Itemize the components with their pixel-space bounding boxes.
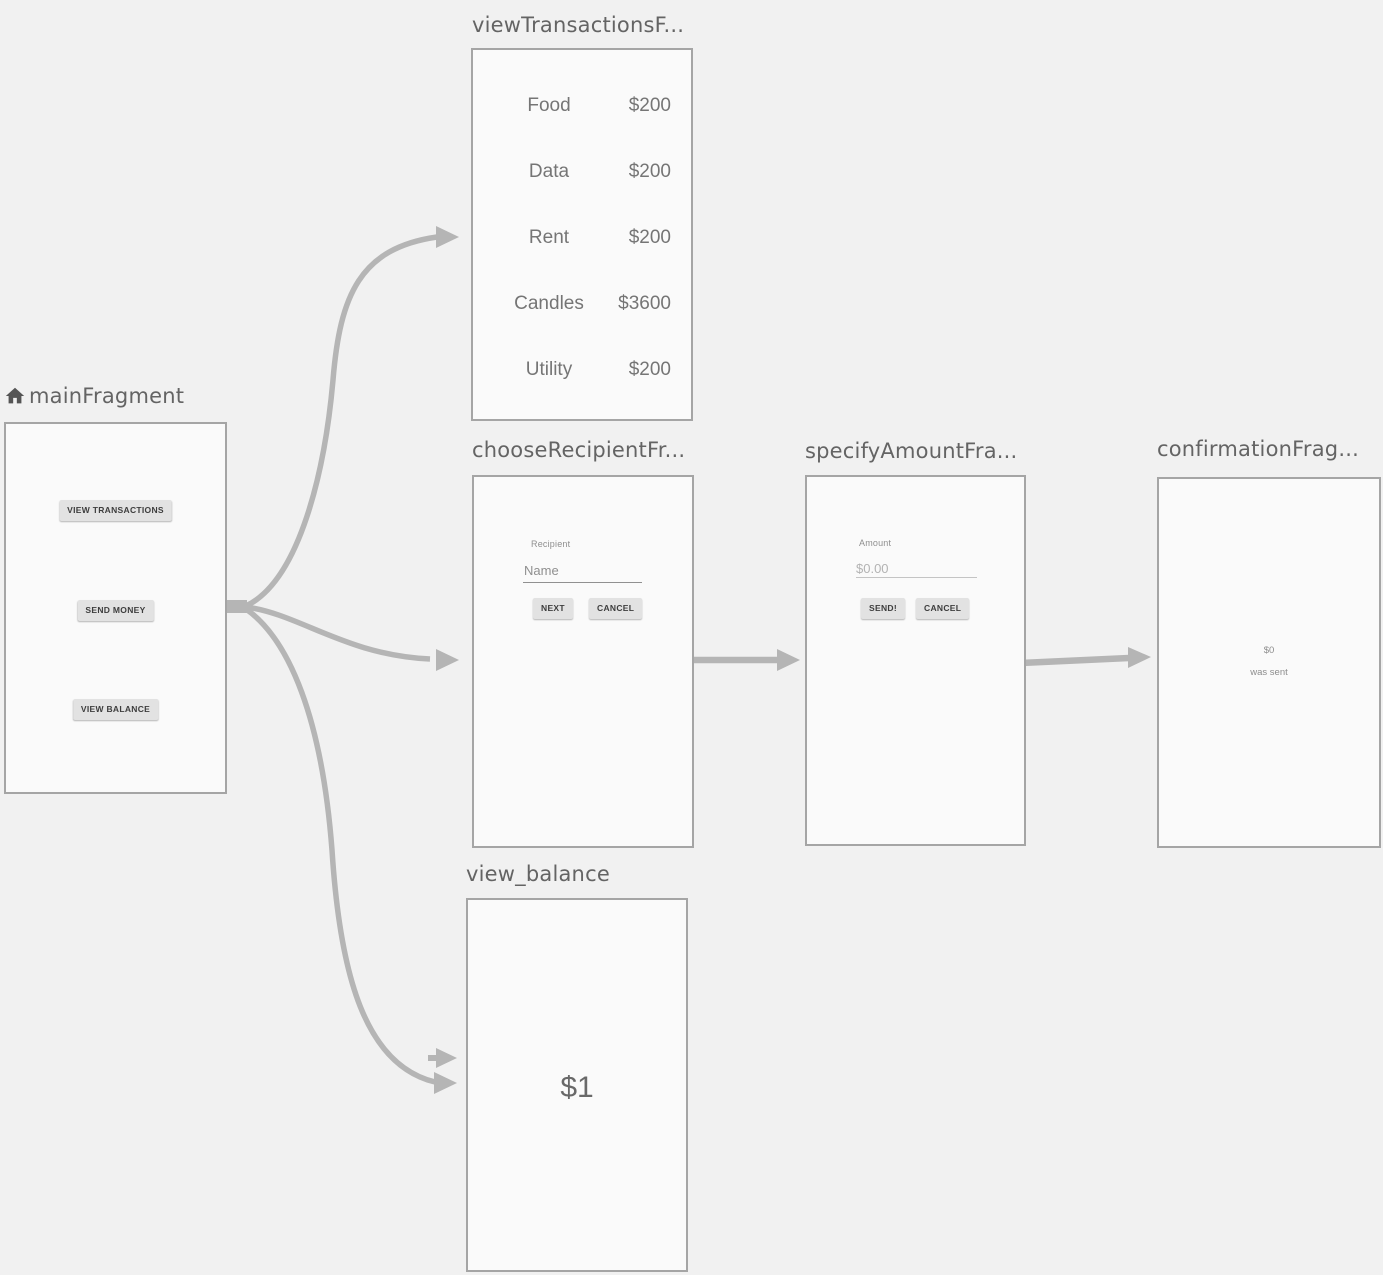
preview-button-view-transactions: VIEW TRANSACTIONS xyxy=(59,500,172,521)
action-arrow-choose-recipient-to-specify-amount[interactable] xyxy=(689,649,800,671)
fragment-title-specify-amount[interactable]: specifyAmountFra... xyxy=(805,439,1017,463)
transaction-amount: $200 xyxy=(628,359,671,380)
arrow-head-icon[interactable] xyxy=(436,1048,457,1068)
fragment-title-confirmation[interactable]: confirmationFrag... xyxy=(1157,437,1359,461)
fragment-title-main-label: mainFragment xyxy=(29,384,185,408)
transaction-label: Rent xyxy=(528,227,570,248)
fragment-title-choose-recipient[interactable]: chooseRecipientFr... xyxy=(472,438,685,462)
fragment-card-view-transactions[interactable]: Food $200 Data $200 Rent $200 Candles $3… xyxy=(471,48,693,421)
amount-input: $0.00 xyxy=(856,561,889,576)
transaction-amount: $200 xyxy=(628,227,671,248)
fragment-card-confirmation[interactable]: $0 was sent xyxy=(1157,477,1381,848)
home-icon xyxy=(5,387,25,404)
arrow-head-icon[interactable] xyxy=(777,649,800,671)
transaction-row: Food $200 xyxy=(473,73,691,139)
transaction-row: Data $200 xyxy=(473,139,691,205)
confirmation-amount-text: $0 xyxy=(1263,645,1275,656)
confirmation-message-text: was sent xyxy=(1250,667,1288,678)
arrow-curve[interactable] xyxy=(245,604,431,662)
fragment-title-view-balance[interactable]: view_balance xyxy=(466,862,610,886)
fragment-title-view-balance-label: view_balance xyxy=(466,862,610,886)
global-action-arrow-view-balance[interactable] xyxy=(428,1048,457,1068)
recipient-name-input: Name xyxy=(524,563,559,578)
fragment-title-view-transactions[interactable]: viewTransactionsF... xyxy=(472,13,684,37)
arrow-head-icon[interactable] xyxy=(436,226,459,248)
transaction-amount: $200 xyxy=(628,161,671,182)
transaction-label: Candles xyxy=(514,293,584,314)
arrow-head-icon[interactable] xyxy=(1128,647,1151,668)
fragment-card-specify-amount[interactable]: Amount $0.00 SEND! CANCEL xyxy=(805,475,1026,846)
input-underline xyxy=(856,577,977,578)
arrow-line[interactable] xyxy=(1020,654,1130,667)
preview-button-cancel: CANCEL xyxy=(916,598,970,619)
fragment-card-main[interactable]: VIEW TRANSACTIONS SEND MONEY VIEW BALANC… xyxy=(4,422,227,794)
action-arrow-main-to-choose-recipient[interactable] xyxy=(245,604,459,671)
preview-button-send-money: SEND MONEY xyxy=(77,600,154,621)
transaction-list: Food $200 Data $200 Rent $200 Candles $3… xyxy=(473,50,691,403)
transaction-amount: $3600 xyxy=(618,293,671,314)
arrow-head-icon[interactable] xyxy=(434,1072,457,1094)
transaction-amount: $200 xyxy=(628,95,671,116)
action-arrow-main-to-view-balance[interactable] xyxy=(244,606,457,1094)
transaction-label: Data xyxy=(528,161,570,182)
fragment-title-choose-recipient-label: chooseRecipientFr... xyxy=(472,438,686,462)
fragment-title-confirmation-label: confirmationFrag... xyxy=(1157,437,1359,461)
amount-field-label: Amount xyxy=(859,538,892,548)
fragment-card-choose-recipient[interactable]: Recipient Name NEXT CANCEL xyxy=(472,475,694,848)
fragment-title-specify-amount-label: specifyAmountFra... xyxy=(805,439,1018,463)
transaction-label: Food xyxy=(527,95,571,116)
fragment-title-view-transactions-label: viewTransactionsF... xyxy=(472,13,685,37)
transaction-row: Rent $200 xyxy=(473,205,691,271)
transaction-label: Utility xyxy=(525,359,573,380)
preview-button-send: SEND! xyxy=(861,598,905,619)
preview-button-next: NEXT xyxy=(533,598,573,619)
fragment-card-view-balance[interactable]: $1 xyxy=(466,898,688,1272)
preview-button-view-balance: VIEW BALANCE xyxy=(72,699,159,720)
preview-button-cancel: CANCEL xyxy=(589,598,643,619)
arrow-head-icon[interactable] xyxy=(436,649,459,671)
action-arrow-specify-amount-to-confirmation[interactable] xyxy=(1020,647,1151,668)
arrow-curve[interactable] xyxy=(244,234,438,609)
input-underline xyxy=(523,582,642,583)
balance-amount-text: $1 xyxy=(560,1071,594,1104)
action-arrow-main-to-view-transactions[interactable] xyxy=(244,226,459,609)
fragment-title-main[interactable]: mainFragment xyxy=(4,384,184,408)
arrow-curve[interactable] xyxy=(244,606,436,1085)
transaction-row: Candles $3600 xyxy=(473,271,691,337)
recipient-field-label: Recipient xyxy=(531,539,571,549)
transaction-row: Utility $200 xyxy=(473,337,691,403)
